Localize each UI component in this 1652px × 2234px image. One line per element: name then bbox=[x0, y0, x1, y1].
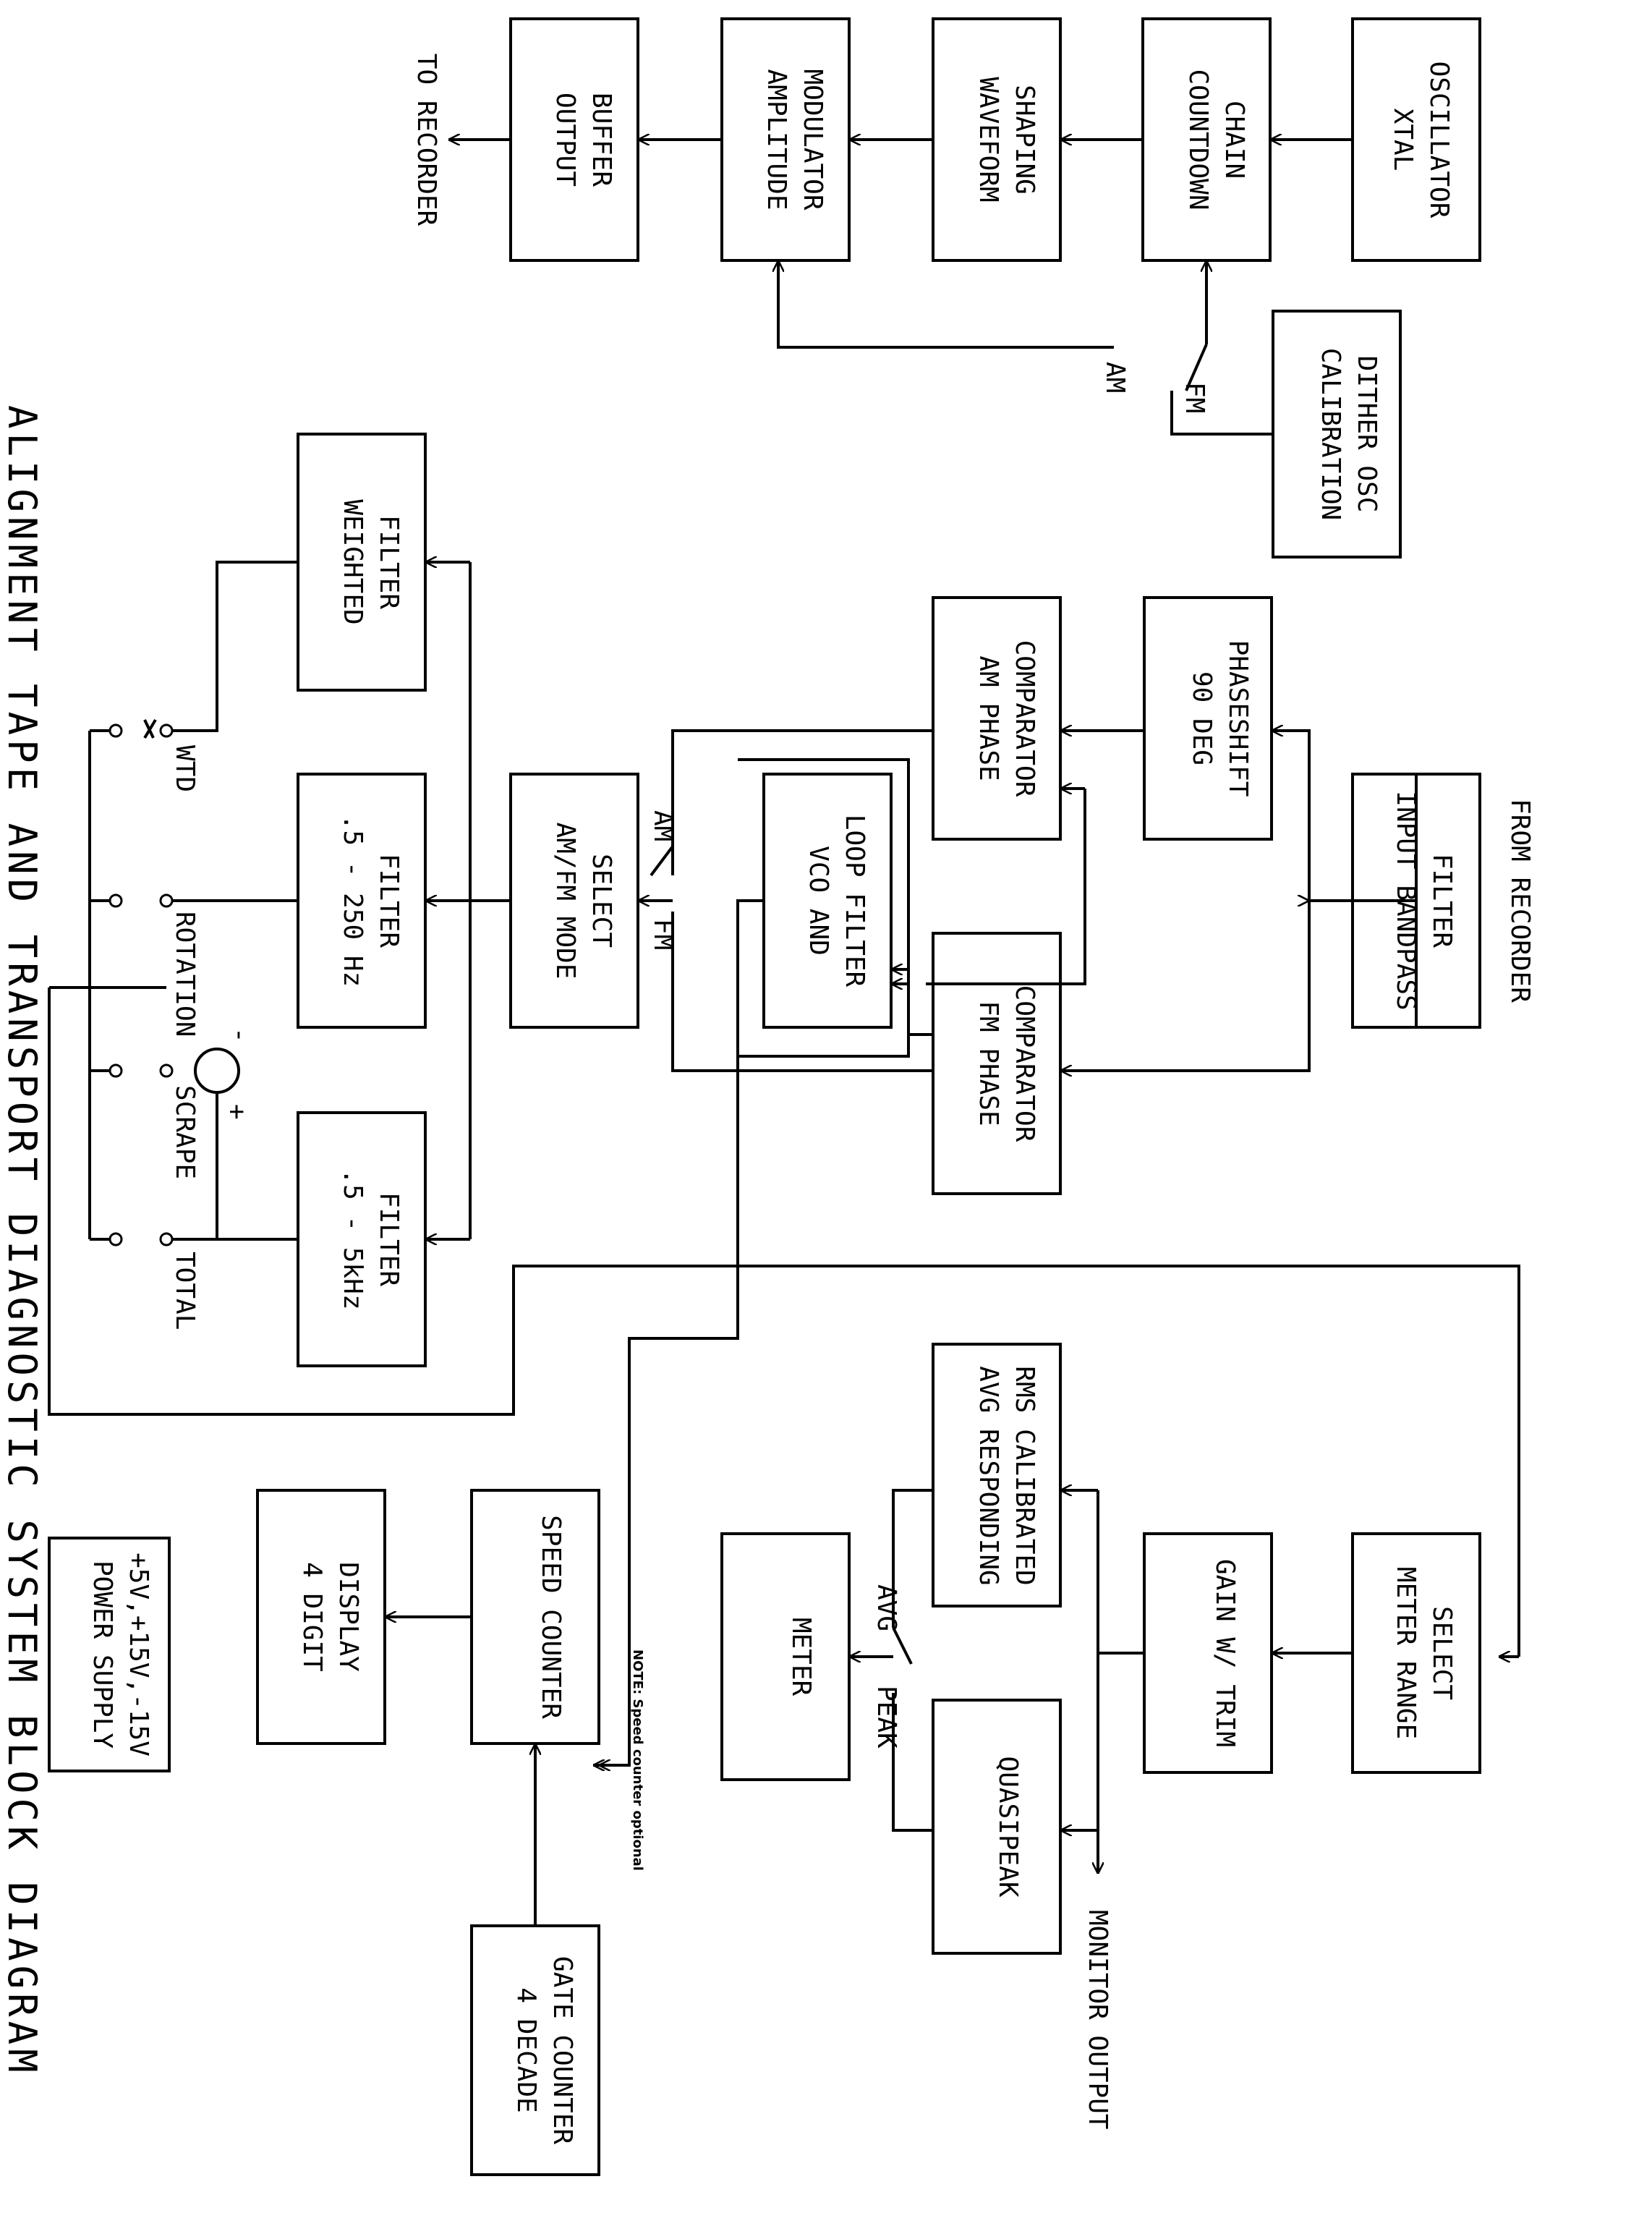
f5k-line1: .5 - 5kHz bbox=[338, 1168, 367, 1309]
quasipeak-line1: QUASIPEAK bbox=[993, 1756, 1023, 1897]
am-comp-line2: COMPARATOR bbox=[1010, 640, 1039, 797]
minus-label: - bbox=[225, 1027, 255, 1043]
from-recorder-label: FROM RECORDER bbox=[1505, 799, 1535, 1003]
gain-line1: GAIN W/ TRIM bbox=[1210, 1559, 1240, 1747]
fm-label-mode: FM bbox=[648, 919, 678, 950]
meterrange-line2: SELECT bbox=[1427, 1606, 1457, 1700]
display-line1: 4 DIGIT bbox=[297, 1562, 327, 1672]
quasipeak-block: QUASIPEAK bbox=[932, 1699, 1062, 1955]
countdown-line1: COUNTDOWN bbox=[1183, 69, 1213, 210]
calib-line1: CALIBRATION bbox=[1316, 348, 1345, 520]
speed-counter-block: SPEED COUNTER bbox=[470, 1489, 600, 1745]
meter-wires bbox=[849, 1490, 1353, 1874]
f250-line2: FILTER bbox=[374, 854, 404, 948]
vco-line2: LOOP FILTER bbox=[840, 815, 869, 988]
waveform-line1: WAVEFORM bbox=[974, 77, 1003, 202]
fm-phase-comparator-block: FM PHASE COMPARATOR bbox=[932, 932, 1062, 1195]
filter-5khz-block: .5 - 5kHz FILTER bbox=[297, 1111, 427, 1367]
f250-line1: .5 - 250 Hz bbox=[338, 815, 367, 987]
gatecounter-line2: GATE COUNTER bbox=[548, 1956, 577, 2144]
modeselect-line2: SELECT bbox=[587, 854, 616, 948]
speedcounter-line1: SPEED COUNTER bbox=[536, 1515, 566, 1719]
xtal-oscillator-block: XTAL OSCILLATOR bbox=[1351, 17, 1481, 262]
buffer-line2: BUFFER bbox=[587, 93, 616, 187]
weighted-line2: FILTER bbox=[374, 515, 404, 609]
avg-rms-block: AVG RESPONDING RMS CALIBRATED bbox=[932, 1343, 1062, 1607]
plus-label: + bbox=[222, 1104, 252, 1120]
meter-block: METER bbox=[720, 1532, 851, 1781]
gain-trim-block: GAIN W/ TRIM bbox=[1143, 1532, 1273, 1774]
total-label: TOTAL bbox=[170, 1252, 200, 1330]
meter-line1: METER bbox=[786, 1618, 816, 1696]
countdown-chain-block: COUNTDOWN CHAIN bbox=[1141, 17, 1272, 262]
fm-comp-line2: COMPARATOR bbox=[1010, 985, 1039, 1142]
xtal-line2: OSCILLATOR bbox=[1424, 61, 1454, 218]
am-label-mode: AM bbox=[648, 810, 678, 841]
output-buffer-block: OUTPUT BUFFER bbox=[509, 17, 639, 262]
wtd-label: WTD bbox=[170, 745, 200, 792]
modulator-line1: AMPLITUDE bbox=[762, 69, 791, 210]
power-supply-block: POWER SUPPLY +5V,+15V,-15V bbox=[48, 1537, 171, 1772]
receive-wires bbox=[593, 731, 1418, 1765]
calib-line2: DITHER OSC bbox=[1352, 356, 1381, 513]
meterrange-line1: METER RANGE bbox=[1391, 1567, 1421, 1739]
display-line2: DISPLAY bbox=[333, 1562, 363, 1672]
weighted-filter-block: WEIGHTED FILTER bbox=[297, 433, 427, 692]
f5k-line2: FILTER bbox=[374, 1192, 404, 1286]
scrape-label: SCRAPE bbox=[170, 1085, 200, 1179]
phaseshift-line1: 90 DEG bbox=[1187, 671, 1217, 765]
power-line2: +5V,+15V,-15V bbox=[124, 1553, 153, 1757]
power-line1: POWER SUPPLY bbox=[88, 1560, 117, 1749]
avgrms-line2: RMS CALIBRATED bbox=[1010, 1366, 1039, 1585]
filter-wires bbox=[48, 562, 1520, 1657]
generator-wires bbox=[448, 140, 1353, 436]
amplitude-modulator-block: AMPLITUDE MODULATOR bbox=[720, 17, 851, 262]
fm-comp-line1: FM PHASE bbox=[974, 1001, 1003, 1126]
xtal-line1: XTAL bbox=[1388, 109, 1418, 171]
filter-250hz-block: .5 - 250 Hz FILTER bbox=[297, 773, 427, 1029]
monitor-output-label: MONITOR OUTPUT bbox=[1083, 1910, 1112, 2129]
avg-label: AVG bbox=[872, 1584, 901, 1631]
digit-display-block: 4 DIGIT DISPLAY bbox=[256, 1489, 386, 1745]
modulator-line2: MODULATOR bbox=[798, 69, 827, 210]
gatecounter-line1: 4 DECADE bbox=[511, 1987, 541, 2112]
am-label-top: AM bbox=[1100, 362, 1130, 393]
buffer-line1: OUTPUT bbox=[550, 93, 580, 187]
gate-counter-block: 4 DECADE GATE COUNTER bbox=[470, 1924, 600, 2176]
waveform-shaping-block: WAVEFORM SHAPING bbox=[932, 17, 1062, 262]
peak-label: PEAK bbox=[872, 1686, 901, 1749]
vco-loop-filter-block: VCO AND LOOP FILTER bbox=[762, 773, 893, 1029]
note-label: NOTE: Speed counter optional bbox=[630, 1649, 645, 1871]
countdown-line2: CHAIN bbox=[1219, 101, 1249, 179]
avgrms-line1: AVG RESPONDING bbox=[974, 1366, 1003, 1585]
meter-range-select-block: METER RANGE SELECT bbox=[1351, 1532, 1481, 1774]
rotation-label: ROTATION bbox=[170, 912, 200, 1037]
to-recorder-label: TO RECORDER bbox=[412, 54, 441, 226]
phaseshift-90-block: 90 DEG PHASESHIFT bbox=[1143, 596, 1273, 841]
phaseshift-line2: PHASESHIFT bbox=[1223, 640, 1253, 797]
weighted-line1: WEIGHTED bbox=[338, 499, 367, 624]
am-fm-mode-select-block: AM/FM MODE SELECT bbox=[509, 773, 639, 1029]
am-comp-line1: AM PHASE bbox=[974, 655, 1003, 781]
vco-line1: VCO AND bbox=[804, 846, 833, 956]
diagram-title: ALIGNMENT TAPE AND TRANSPORT DIAGNOSTIC … bbox=[0, 405, 45, 2077]
bandpass-line2: FILTER bbox=[1427, 854, 1457, 948]
calibration-dither-osc-block: CALIBRATION DITHER OSC bbox=[1272, 310, 1402, 558]
modeselect-line1: AM/FM MODE bbox=[550, 823, 580, 980]
am-phase-comparator-block: AM PHASE COMPARATOR bbox=[932, 596, 1062, 841]
counter-wires bbox=[385, 1617, 629, 1926]
waveform-line2: SHAPING bbox=[1010, 85, 1039, 195]
fm-label-top: FM bbox=[1180, 382, 1209, 413]
